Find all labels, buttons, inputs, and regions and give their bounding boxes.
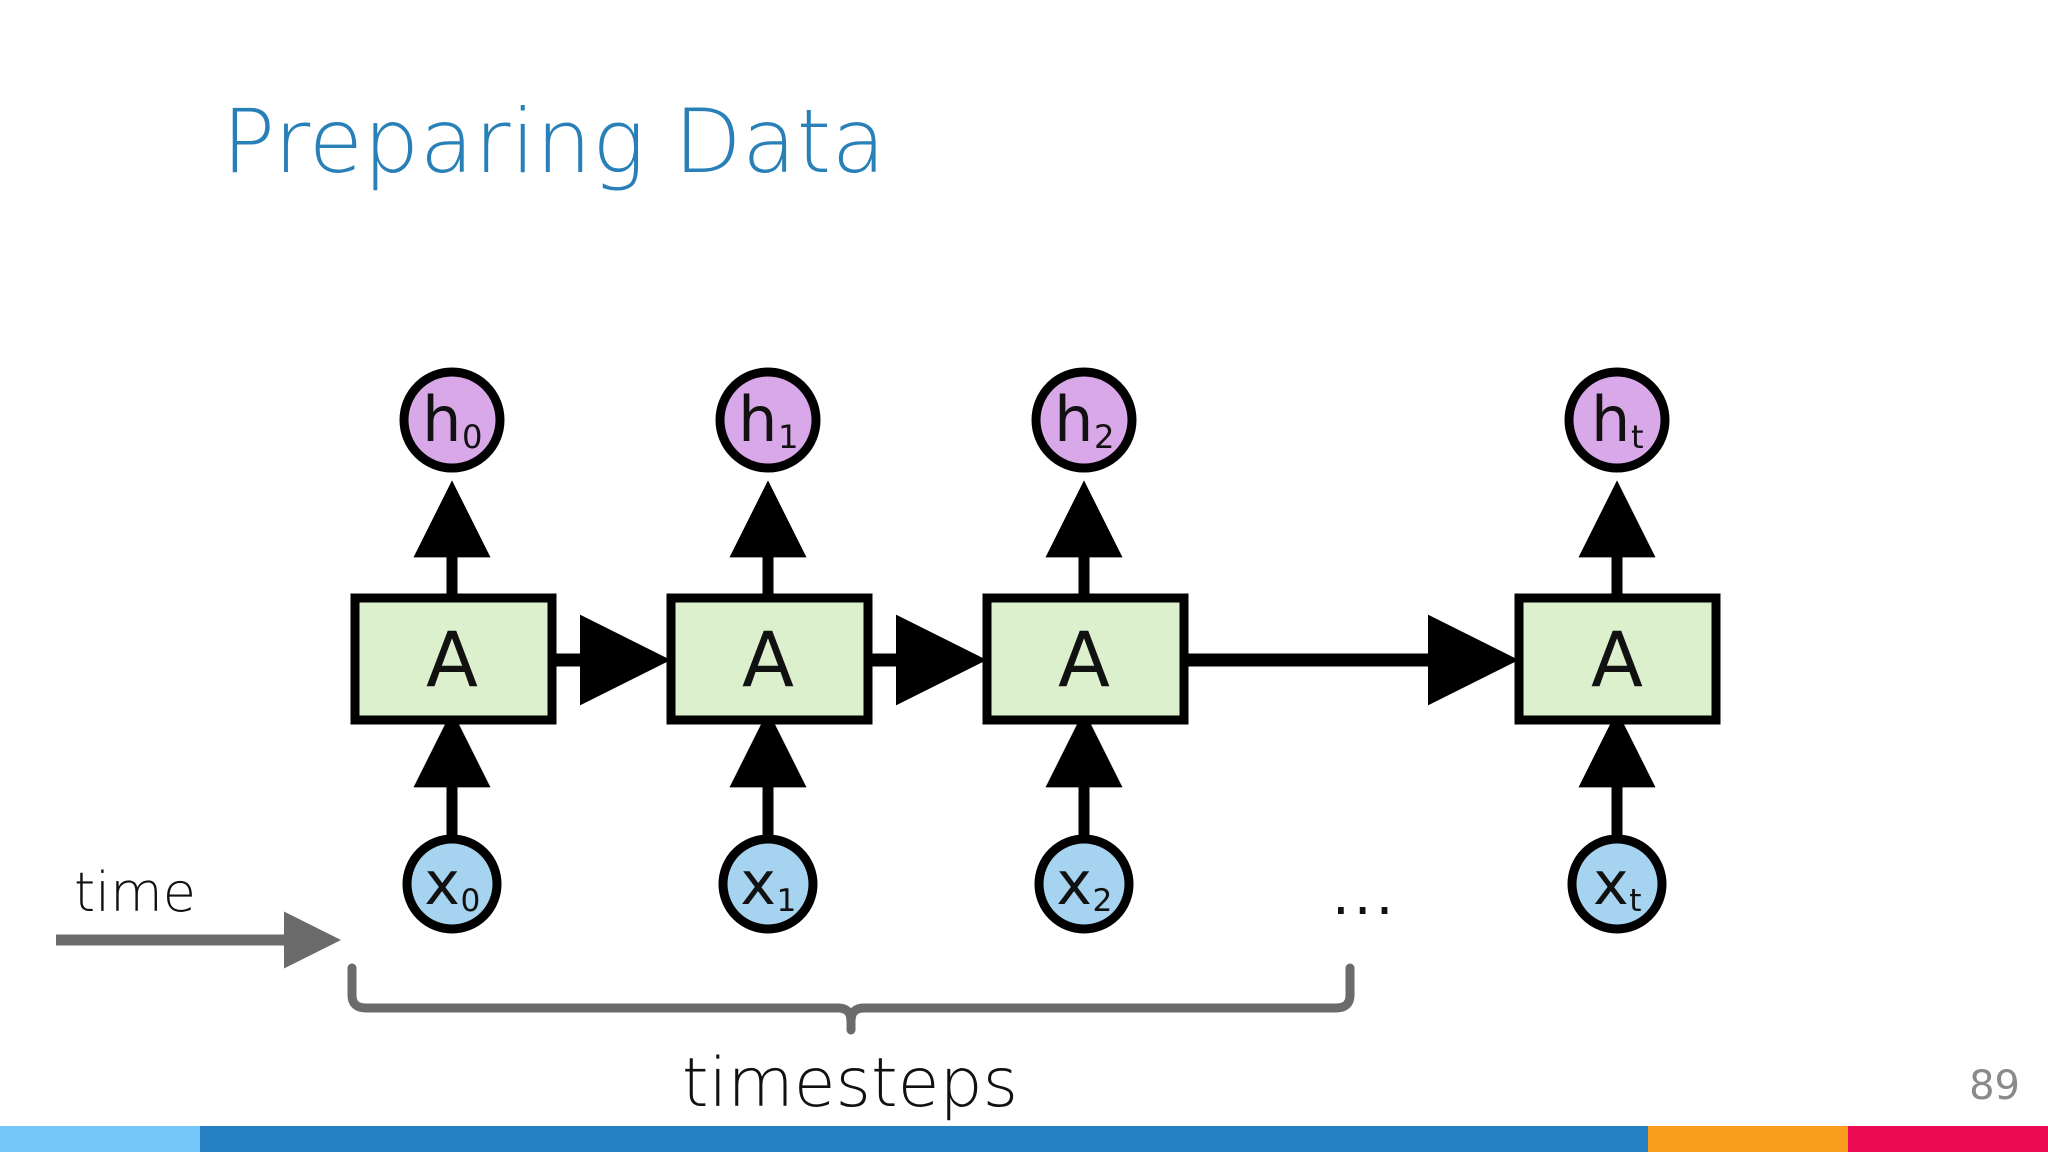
timesteps-label: timesteps	[681, 1044, 1019, 1123]
input-node-1	[718, 834, 818, 934]
accent-segment-blue	[200, 1126, 1648, 1152]
accent-bar	[0, 1126, 2048, 1152]
timestep-column-2	[982, 367, 1189, 934]
accent-segment-light-blue	[0, 1126, 200, 1152]
hidden-state-node-1	[715, 367, 821, 473]
rnn-cell-box-1	[666, 593, 873, 725]
page-number: 89	[1969, 1063, 2020, 1109]
rnn-cell-box-0	[350, 593, 557, 725]
timestep-column-1	[666, 367, 873, 934]
page-title: Preparing Data	[222, 90, 886, 193]
input-node-0	[402, 834, 502, 934]
hidden-state-node-t	[1564, 367, 1670, 473]
timesteps-brace	[347, 963, 1355, 1035]
hidden-state-node-2	[1031, 367, 1137, 473]
rnn-cell-box-t	[1514, 593, 1721, 725]
sequence-ellipsis: ...	[1332, 863, 1398, 928]
accent-segment-orange	[1648, 1126, 1848, 1152]
timestep-column-t	[1514, 367, 1721, 934]
hidden-state-node-0	[399, 367, 505, 473]
rnn-cell-box-2	[982, 593, 1189, 725]
timestep-column-0	[350, 367, 557, 934]
time-axis-label: time	[74, 861, 197, 924]
accent-segment-crimson	[1848, 1126, 2048, 1152]
input-node-t	[1567, 834, 1667, 934]
input-node-2	[1034, 834, 1134, 934]
